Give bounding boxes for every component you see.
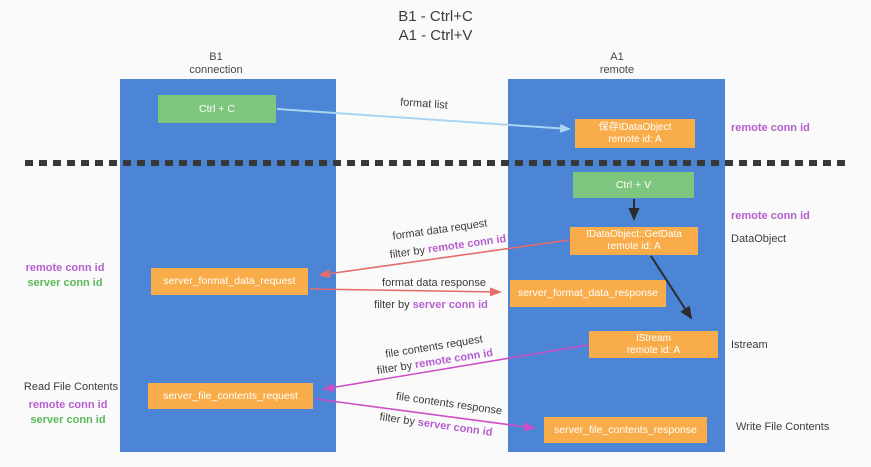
server-file-contents-response-label: server_file_contents_response: [553, 423, 697, 436]
node-server-format-data-request: server_format_data_request: [151, 268, 308, 295]
node-server-file-contents-request: server_file_contents_request: [148, 383, 313, 409]
left-remote-conn-id-bottom: remote conn id: [28, 399, 108, 411]
lane-b1-name: B1: [209, 51, 223, 63]
save-dataobject-line2: remote id: A: [608, 133, 662, 145]
left-server-conn-id-bottom: server conn id: [30, 414, 106, 426]
right-remote-conn-id-1: remote conn id: [731, 122, 810, 134]
node-istream: IStream remote id: A: [589, 331, 718, 358]
label-file-contents-response: file contents response: [395, 390, 503, 418]
label-file-contents-response-filter: filter by server conn id: [379, 411, 493, 439]
label-read-file-contents: Read File Contents: [23, 381, 119, 393]
filter-prefix: filter by: [378, 411, 419, 429]
node-server-file-contents-response: server_file_contents_response: [544, 417, 707, 443]
title-line-2: A1 - Ctrl+V: [398, 27, 473, 44]
node-ctrl-v: Ctrl + V: [573, 172, 694, 198]
filter-prefix: filter by: [376, 359, 417, 378]
diagram-title: B1 - Ctrl+C A1 - Ctrl+V: [0, 7, 871, 45]
node-save-dataobject: 保存IDataObject remote id: A: [575, 119, 695, 148]
node-ctrl-c: Ctrl + C: [158, 95, 276, 123]
istream-line1: IStream: [635, 332, 671, 344]
lane-b1-subtitle: connection: [189, 64, 243, 76]
right-remote-conn-id-2: remote conn id: [731, 210, 810, 222]
dashed-separator-line: [25, 160, 845, 166]
arrow-format-data-response: [309, 287, 502, 297]
filter-key-server-conn-id: server conn id: [412, 299, 488, 311]
lane-header-b1: B1 connection: [156, 51, 276, 77]
label-format-list: format list: [399, 96, 449, 112]
lane-a1-subtitle: remote: [599, 64, 635, 76]
left-conn-id-stack-top: remote conn id server conn id: [10, 261, 120, 291]
title-line-1: B1 - Ctrl+C: [398, 8, 473, 25]
lane-header-a1: A1 remote: [557, 51, 677, 77]
getdata-line1: IDataObject::GetData: [586, 229, 682, 240]
istream-line2: remote id: A: [626, 344, 681, 356]
ctrl-v-label: Ctrl + V: [615, 178, 652, 191]
ctrl-c-label: Ctrl + C: [199, 102, 235, 115]
save-dataobject-line1: 保存IDataObject: [598, 121, 672, 133]
left-server-conn-id-top: server conn id: [27, 277, 103, 289]
left-conn-id-stack-bottom: remote conn id server conn id: [13, 398, 123, 428]
filter-prefix: filter by: [374, 299, 413, 311]
lane-a1-name: A1: [610, 51, 624, 63]
server-format-data-request-label: server_format_data_request: [163, 275, 296, 287]
label-istream: Istream: [731, 339, 768, 351]
filter-key-server-conn-id: server conn id: [416, 416, 494, 439]
label-write-file-contents: Write File Contents: [736, 421, 830, 433]
server-file-contents-request-label: server_file_contents_request: [163, 389, 298, 402]
filter-prefix: filter by: [389, 243, 429, 262]
label-format-data-response: format data response: [382, 277, 486, 289]
node-server-format-data-response: server_format_data_response: [510, 280, 666, 307]
getdata-line2: remote id: A: [607, 241, 661, 252]
node-idataobject-getdata: IDataObject::GetData remote id: A: [570, 227, 698, 255]
label-format-data-response-filter: filter by server conn id: [374, 299, 488, 311]
server-format-data-response-label: server_format_data_response: [517, 287, 659, 299]
label-dataobject: DataObject: [731, 233, 787, 245]
filter-key-remote-conn-id: remote conn id: [427, 232, 507, 256]
left-remote-conn-id-top: remote conn id: [25, 262, 105, 274]
